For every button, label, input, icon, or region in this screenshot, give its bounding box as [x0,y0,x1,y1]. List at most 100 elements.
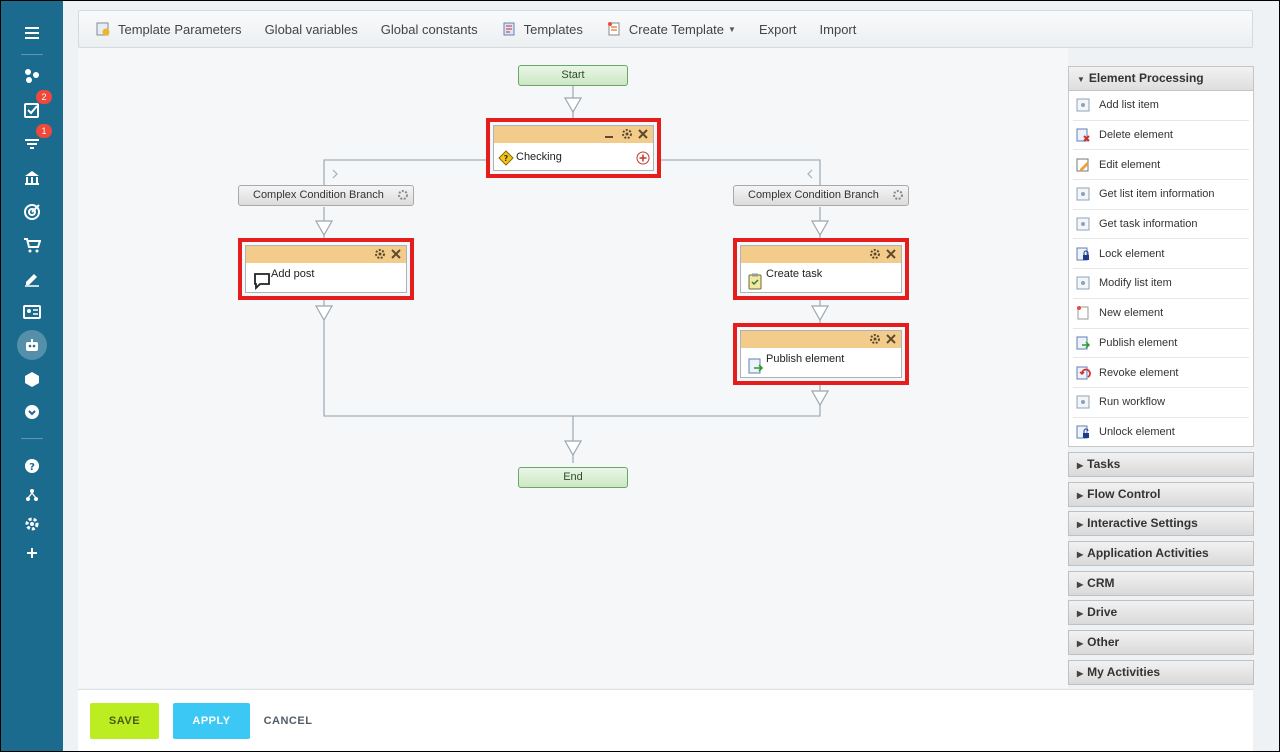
revoke-undo-icon [1076,366,1091,380]
section-label: Other [1087,635,1120,650]
gear-icon[interactable] [374,248,386,260]
start-node[interactable]: Start [518,65,628,86]
more-chevron-icon[interactable] [17,397,47,427]
palette-item[interactable]: New element [1073,299,1249,329]
palette-item[interactable]: Publish element [1073,329,1249,359]
palette-item[interactable]: Add list item [1073,91,1249,121]
bank-icon[interactable] [17,163,47,193]
gear-icon[interactable] [892,189,904,201]
toolbar-label: Import [819,21,857,37]
close-icon[interactable] [885,333,897,345]
close-icon[interactable] [637,128,649,140]
add-post-activity[interactable]: Add post [238,238,414,300]
minimize-icon[interactable] [603,128,615,140]
add-plus-icon[interactable] [17,538,47,568]
settings-gear-icon[interactable] [17,509,47,539]
svg-text:?: ? [29,462,35,473]
gear-icon[interactable] [869,333,881,345]
palette-item[interactable]: Lock element [1073,239,1249,270]
delete-element-icon [1076,128,1090,142]
toolbar-global-constants[interactable]: Global constants [381,22,478,37]
palette-section-tasks[interactable]: ▶Tasks [1068,452,1254,477]
cancel-button[interactable]: CANCEL [263,715,313,727]
palette-item[interactable]: Get list item information [1073,180,1249,210]
cart-icon[interactable] [17,230,47,260]
palette-item[interactable]: Revoke element [1073,358,1249,388]
palette-section-crm[interactable]: ▶CRM [1068,570,1254,596]
activity-header [246,246,406,263]
palette-item[interactable]: Unlock element [1073,418,1249,448]
palette-item[interactable]: Delete element [1073,121,1249,151]
palette-section-flow-control[interactable]: ▶Flow Control [1068,481,1254,507]
activity-body: Create task [741,263,901,293]
gear-icon[interactable] [397,189,409,201]
signature-icon[interactable] [17,264,47,294]
condition-branch-left[interactable]: Complex Condition Branch [238,185,414,206]
toolbar-templates[interactable]: Templates [501,21,583,37]
checking-activity[interactable]: ? Checking [486,118,661,178]
triangle-right-icon: ▶ [1077,550,1084,560]
sidebar-divider [21,438,43,439]
feed-icon[interactable] [17,61,47,91]
palette-section-application-activities[interactable]: ▶Application Activities [1068,541,1254,567]
new-document-icon [1077,306,1089,320]
palette-item-label: Lock element [1099,247,1165,260]
tasks-badge: 2 [36,90,52,104]
palette-item-label: Add list item [1099,99,1159,112]
gear-icon[interactable] [869,248,881,260]
condition-icon: ? [498,150,514,166]
toolbar-import[interactable]: Import [820,22,857,37]
gear-icon[interactable] [621,128,633,140]
palette-item-label: Modify list item [1099,277,1172,290]
template-params-icon [96,22,110,36]
end-node[interactable]: End [518,467,628,488]
list-item-icon [1076,187,1090,201]
palette-section-my-activities[interactable]: ▶My Activities [1068,659,1254,685]
palette-section-element-processing[interactable]: ▼Element Processing [1068,66,1254,91]
tasks-icon[interactable]: 2 [17,90,52,125]
palette-item[interactable]: Edit element [1073,150,1249,181]
apply-button[interactable]: APPLY [173,703,250,739]
activity-palette: ▼Element Processing Add list item Delete… [1068,66,1254,685]
palette-item[interactable]: Get task information [1073,210,1249,240]
activity-box: Create task [740,245,902,293]
palette-item-label: Edit element [1099,158,1161,171]
toolbar-label: Template Parameters [118,21,242,37]
toolbar-label: Export [758,21,797,37]
filter-icon[interactable]: 1 [17,124,52,159]
condition-branch-right[interactable]: Complex Condition Branch [733,185,909,206]
create-task-activity[interactable]: Create task [733,238,909,300]
palette-section-interactive-settings[interactable]: ▶Interactive Settings [1068,511,1254,537]
connector-lines [314,85,830,463]
palette-item[interactable]: Modify list item [1073,269,1249,299]
menu-icon[interactable] [17,18,47,48]
target-icon[interactable] [17,197,47,227]
structure-icon[interactable] [17,480,47,510]
close-icon[interactable] [390,248,402,260]
palette-item[interactable]: Run workflow [1073,388,1249,418]
list-item-icon [1076,217,1090,231]
list-item-icon [1076,98,1090,112]
add-branch-icon[interactable] [636,151,650,165]
automation-robot-icon[interactable] [17,330,47,360]
triangle-right-icon: ▶ [1077,579,1084,589]
box-icon[interactable] [17,364,47,394]
toolbar-template-parameters[interactable]: Template Parameters [95,21,242,37]
palette-item-label: Run workflow [1099,396,1166,409]
help-icon[interactable]: ? [17,451,47,481]
toolbar-create-template[interactable]: Create Template ▼ [606,21,736,37]
close-icon[interactable] [885,248,897,260]
chat-bubble-icon [254,273,270,290]
save-button[interactable]: SAVE [90,703,159,739]
lock-icon [1076,247,1089,261]
contact-card-icon[interactable] [17,297,47,327]
activity-header [494,126,653,143]
activity-header [741,331,901,348]
section-label: Application Activities [1087,546,1209,561]
palette-section-other[interactable]: ▶Other [1068,630,1254,656]
branch-label: Complex Condition Branch [748,189,879,201]
publish-element-activity[interactable]: Publish element [733,323,909,385]
palette-section-drive[interactable]: ▶Drive [1068,600,1254,626]
toolbar-export[interactable]: Export [759,22,797,37]
toolbar-global-variables[interactable]: Global variables [265,22,358,37]
